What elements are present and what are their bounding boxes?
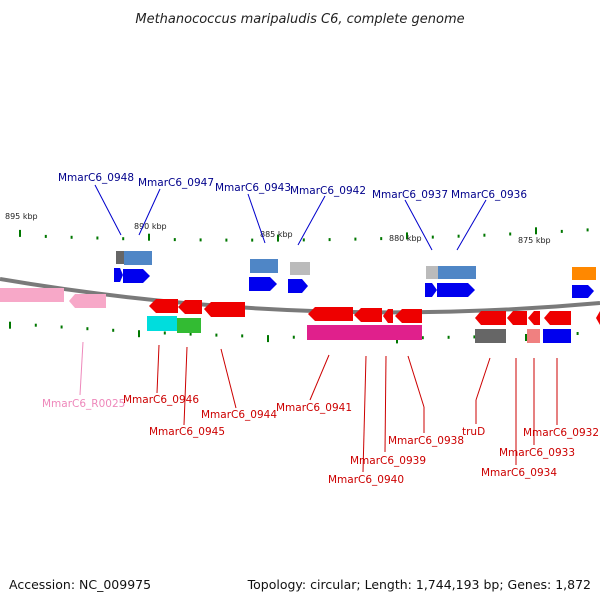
tick-label-880: 880 kbp — [389, 234, 422, 243]
gene-label[interactable]: MmarC6_0939 — [350, 455, 426, 467]
gene-label[interactable]: MmarC6_0936 — [451, 189, 527, 201]
feature-gene[interactable] — [290, 262, 310, 275]
feature-cds[interactable] — [475, 311, 506, 325]
gene-label[interactable]: MmarC6_0937 — [372, 189, 448, 201]
leader-line — [309, 354, 330, 401]
leader-line — [183, 346, 188, 426]
accession-text: Accession: NC_009975 — [9, 577, 152, 592]
genome-backbone — [0, 277, 600, 315]
feature-cds[interactable] — [178, 300, 202, 314]
gene-label[interactable]: MmarC6_0948 — [58, 172, 134, 184]
leader-line — [362, 355, 367, 473]
feature-cds[interactable] — [395, 309, 422, 323]
tick-label-895: 895 kbp — [5, 212, 38, 221]
leader-line — [456, 199, 487, 251]
feature-rna[interactable] — [69, 294, 106, 308]
gene-label[interactable]: MmarC6_R0025 — [42, 398, 125, 410]
leader-line — [94, 184, 122, 236]
feature-cds[interactable] — [425, 283, 437, 297]
feature-cds[interactable] — [249, 277, 277, 291]
feature-cds[interactable] — [437, 283, 475, 297]
tick-label-885: 885 kbp — [260, 230, 293, 239]
feature-cds[interactable] — [383, 309, 393, 323]
leader-line — [475, 357, 491, 401]
feature-rna[interactable] — [0, 288, 64, 302]
feature-gene[interactable] — [177, 318, 201, 333]
feature-cds[interactable] — [288, 279, 308, 293]
map-title: Methanococcus maripaludis C6, complete g… — [135, 12, 464, 27]
feature-gene[interactable] — [543, 329, 571, 343]
leader-line — [220, 348, 237, 409]
feature-gene[interactable] — [527, 329, 540, 343]
leader-line — [404, 199, 433, 251]
leader-line — [138, 188, 161, 236]
leader-line — [384, 355, 387, 453]
feature-cds[interactable] — [308, 307, 353, 321]
reverse-gene-labels: MmarC6_R0025 MmarC6_0946 MmarC6_0945 Mma… — [42, 394, 599, 486]
feature-cds[interactable] — [528, 311, 540, 325]
leader-line — [407, 355, 425, 408]
gene-label[interactable]: MmarC6_0940 — [328, 474, 404, 486]
forward-strand-features — [114, 251, 596, 298]
feature-gene[interactable] — [307, 325, 422, 340]
reverse-strand-features — [0, 288, 600, 343]
feature-cds[interactable] — [596, 311, 600, 325]
leader-line — [79, 341, 84, 396]
gene-label[interactable]: MmarC6_0944 — [201, 409, 277, 421]
gene-label[interactable]: MmarC6_0938 — [388, 435, 464, 447]
topology-text: Topology: circular; Length: 1,744,193 bp… — [247, 577, 591, 592]
gene-label[interactable]: truD — [462, 426, 485, 438]
feature-gene[interactable] — [426, 266, 438, 279]
tick-marks — [9, 227, 589, 344]
gene-label[interactable]: MmarC6_0947 — [138, 177, 214, 189]
leader-lines — [79, 184, 558, 473]
forward-gene-labels: MmarC6_0948 MmarC6_0947 MmarC6_0943 Mmar… — [58, 172, 527, 201]
feature-gene[interactable] — [147, 316, 177, 331]
feature-gene[interactable] — [438, 266, 476, 279]
tick-label-875: 875 kbp — [518, 236, 551, 245]
feature-cds[interactable] — [114, 268, 123, 282]
feature-cds[interactable] — [354, 308, 382, 322]
feature-gene[interactable] — [250, 259, 278, 273]
tick-label-890: 890 kbp — [134, 222, 167, 231]
feature-cds[interactable] — [204, 302, 245, 317]
feature-cds[interactable] — [149, 299, 178, 313]
gene-label[interactable]: MmarC6_0942 — [290, 185, 366, 197]
gene-label[interactable]: MmarC6_0946 — [123, 394, 199, 406]
feature-gene[interactable] — [116, 251, 124, 264]
gene-label[interactable]: MmarC6_0933 — [499, 447, 575, 459]
feature-cds[interactable] — [572, 285, 594, 298]
leader-line — [156, 344, 160, 394]
gene-label[interactable]: MmarC6_0941 — [276, 402, 352, 414]
gene-label[interactable]: MmarC6_0943 — [215, 182, 291, 194]
tick-labels: 895 kbp 890 kbp 885 kbp 880 kbp 875 kbp — [5, 212, 551, 245]
feature-cds[interactable] — [123, 269, 150, 283]
feature-gene[interactable] — [475, 329, 506, 343]
feature-gene[interactable] — [572, 267, 596, 280]
gene-label[interactable]: MmarC6_0932 — [523, 427, 599, 439]
gene-label[interactable]: MmarC6_0934 — [481, 467, 557, 479]
feature-cds[interactable] — [544, 311, 571, 325]
feature-cds[interactable] — [507, 311, 527, 325]
leader-line — [297, 195, 326, 246]
feature-gene[interactable] — [124, 251, 152, 265]
gene-label[interactable]: MmarC6_0945 — [149, 426, 225, 438]
leader-line — [247, 193, 266, 244]
